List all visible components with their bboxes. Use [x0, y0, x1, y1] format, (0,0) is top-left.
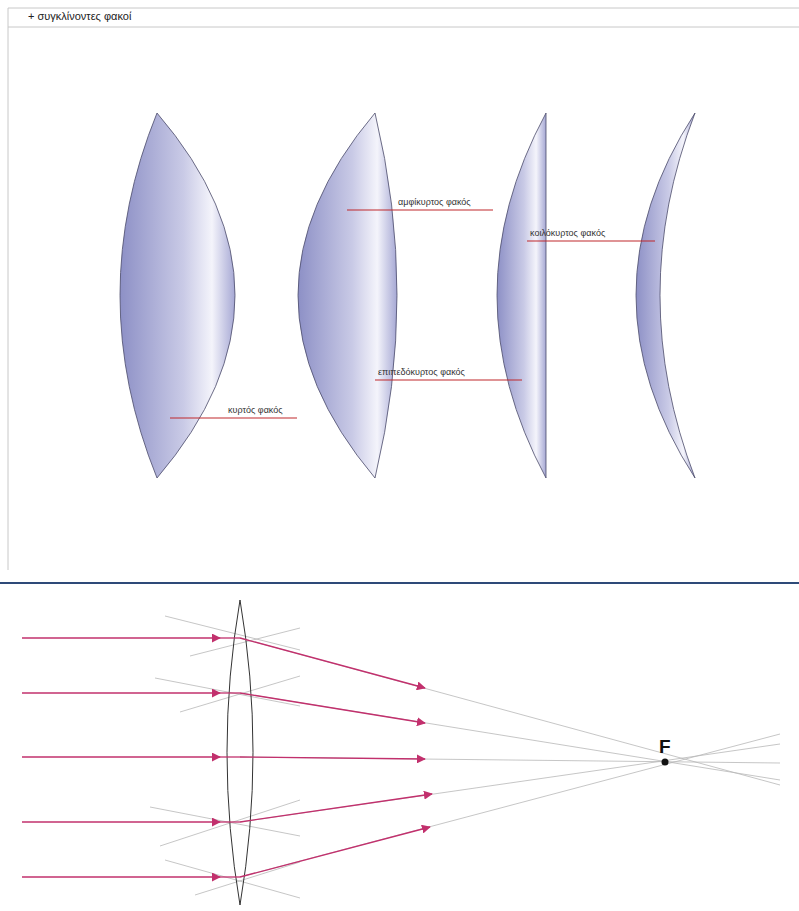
light-rays	[22, 638, 432, 877]
part-label: κυρτός φακός	[228, 406, 283, 415]
part-label: επιπεδόκυρτος φακός	[378, 368, 465, 377]
construction-lines	[150, 616, 780, 898]
panel-frame	[8, 8, 799, 570]
focus-label: F	[659, 737, 671, 756]
part-label: αμφίκυρτος φακός	[398, 198, 471, 207]
lens-shapes	[120, 113, 695, 478]
panel-title: + συγκλίνοντες φακοί	[28, 11, 131, 22]
lens-outline	[227, 600, 253, 905]
focal-point	[662, 759, 669, 766]
separator-line	[0, 582, 799, 584]
part-label: κοιλόκυρτος φακός	[530, 229, 605, 238]
leader-line	[170, 210, 655, 418]
